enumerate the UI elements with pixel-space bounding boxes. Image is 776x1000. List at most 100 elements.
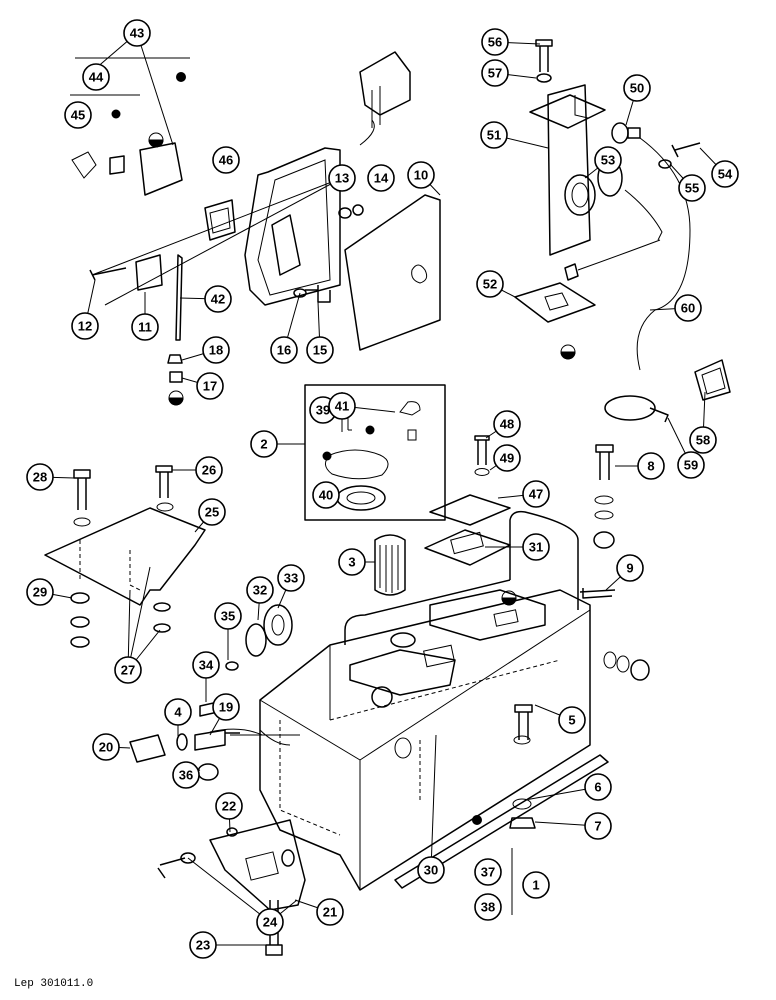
- callout-4: 4: [164, 698, 192, 726]
- leader-extra-26: [127, 566, 151, 671]
- callout-15: 15: [306, 336, 334, 364]
- callout-17: 17: [196, 372, 224, 400]
- svg-text:46: 46: [219, 153, 233, 168]
- svg-text:59: 59: [684, 458, 698, 473]
- svg-text:44: 44: [89, 70, 104, 85]
- callout-30: 30: [417, 856, 445, 884]
- leader-extra-23: [187, 857, 271, 923]
- callout-27: 27: [114, 656, 142, 684]
- svg-text:34: 34: [199, 658, 214, 673]
- svg-text:25: 25: [205, 505, 219, 520]
- door-panel: [244, 147, 341, 306]
- callout-26: 26: [195, 456, 223, 484]
- svg-text:51: 51: [487, 128, 501, 143]
- tank-body: [259, 589, 591, 891]
- callout-41: 41: [328, 392, 356, 420]
- svg-text:42: 42: [211, 292, 225, 307]
- callout-51: 51: [480, 121, 508, 149]
- svg-text:24: 24: [263, 915, 278, 930]
- callout-13: 13: [328, 164, 356, 192]
- svg-text:41: 41: [335, 399, 349, 414]
- svg-text:58: 58: [696, 433, 710, 448]
- svg-text:15: 15: [313, 343, 327, 358]
- svg-text:57: 57: [488, 66, 502, 81]
- drawing-reference: Lep 301011.0: [14, 978, 94, 990]
- callout-44: 44: [82, 63, 110, 91]
- callout-35: 35: [214, 602, 242, 630]
- svg-text:53: 53: [601, 153, 615, 168]
- svg-text:49: 49: [500, 451, 514, 466]
- callout-29: 29: [26, 578, 54, 606]
- callout-42: 42: [204, 285, 232, 313]
- svg-text:14: 14: [374, 171, 389, 186]
- svg-text:11: 11: [138, 320, 152, 335]
- callout-5: 5: [558, 706, 586, 734]
- callout-58: 58: [689, 426, 717, 454]
- callout-7: 7: [584, 812, 612, 840]
- callout-50: 50: [623, 74, 651, 102]
- callout-36: 36: [172, 761, 200, 789]
- svg-text:55: 55: [685, 181, 699, 196]
- svg-text:60: 60: [681, 301, 695, 316]
- callout-46: 46: [212, 146, 240, 174]
- column: [547, 84, 591, 256]
- svg-text:2: 2: [260, 437, 267, 452]
- svg-text:40: 40: [319, 488, 333, 503]
- svg-text:45: 45: [71, 108, 85, 123]
- bracket: [209, 819, 306, 911]
- callout-23: 23: [189, 931, 217, 959]
- leader-extra-12: [91, 177, 343, 276]
- callout-22: 22: [215, 792, 243, 820]
- callout-59: 59: [677, 451, 705, 479]
- callout-14: 14: [367, 164, 395, 192]
- svg-text:21: 21: [323, 905, 337, 920]
- callout-21: 21: [316, 898, 344, 926]
- svg-text:43: 43: [130, 26, 144, 41]
- cap-assembly-box: [304, 384, 446, 521]
- svg-text:52: 52: [483, 277, 497, 292]
- callout-49: 49: [493, 444, 521, 472]
- svg-text:17: 17: [203, 379, 217, 394]
- callout-57: 57: [481, 59, 509, 87]
- svg-text:37: 37: [481, 865, 495, 880]
- svg-text:8: 8: [647, 459, 654, 474]
- svg-text:31: 31: [529, 540, 543, 555]
- svg-text:18: 18: [209, 343, 223, 358]
- callout-6: 6: [584, 773, 612, 801]
- callout-12: 12: [71, 312, 99, 340]
- svg-text:28: 28: [33, 470, 47, 485]
- bottom-rail: [394, 754, 609, 889]
- top-plate: [349, 649, 456, 696]
- svg-text:27: 27: [121, 663, 135, 678]
- callout-37: 37: [474, 858, 502, 886]
- svg-text:7: 7: [594, 819, 601, 834]
- callout-3: 3: [338, 548, 366, 576]
- access-panel: [44, 507, 206, 606]
- callout-32: 32: [246, 576, 274, 604]
- callout-19: 19: [212, 693, 240, 721]
- svg-text:5: 5: [568, 713, 575, 728]
- svg-text:48: 48: [500, 417, 514, 432]
- callout-47: 47: [522, 480, 550, 508]
- callout-2: 2: [250, 430, 278, 458]
- svg-text:20: 20: [99, 740, 113, 755]
- svg-text:35: 35: [221, 609, 235, 624]
- svg-text:33: 33: [284, 571, 298, 586]
- leader-30: [430, 734, 437, 871]
- callout-18: 18: [202, 336, 230, 364]
- callout-24: 24: [256, 908, 284, 936]
- svg-text:3: 3: [348, 555, 355, 570]
- callout-31: 31: [522, 533, 550, 561]
- svg-text:22: 22: [222, 799, 236, 814]
- svg-text:10: 10: [414, 168, 428, 183]
- svg-text:30: 30: [424, 863, 438, 878]
- svg-text:9: 9: [626, 561, 633, 576]
- svg-text:47: 47: [529, 487, 543, 502]
- callout-25: 25: [198, 498, 226, 526]
- svg-text:32: 32: [253, 583, 267, 598]
- callout-56: 56: [481, 28, 509, 56]
- leader-extra-42: [136, 32, 174, 146]
- callout-45: 45: [64, 101, 92, 129]
